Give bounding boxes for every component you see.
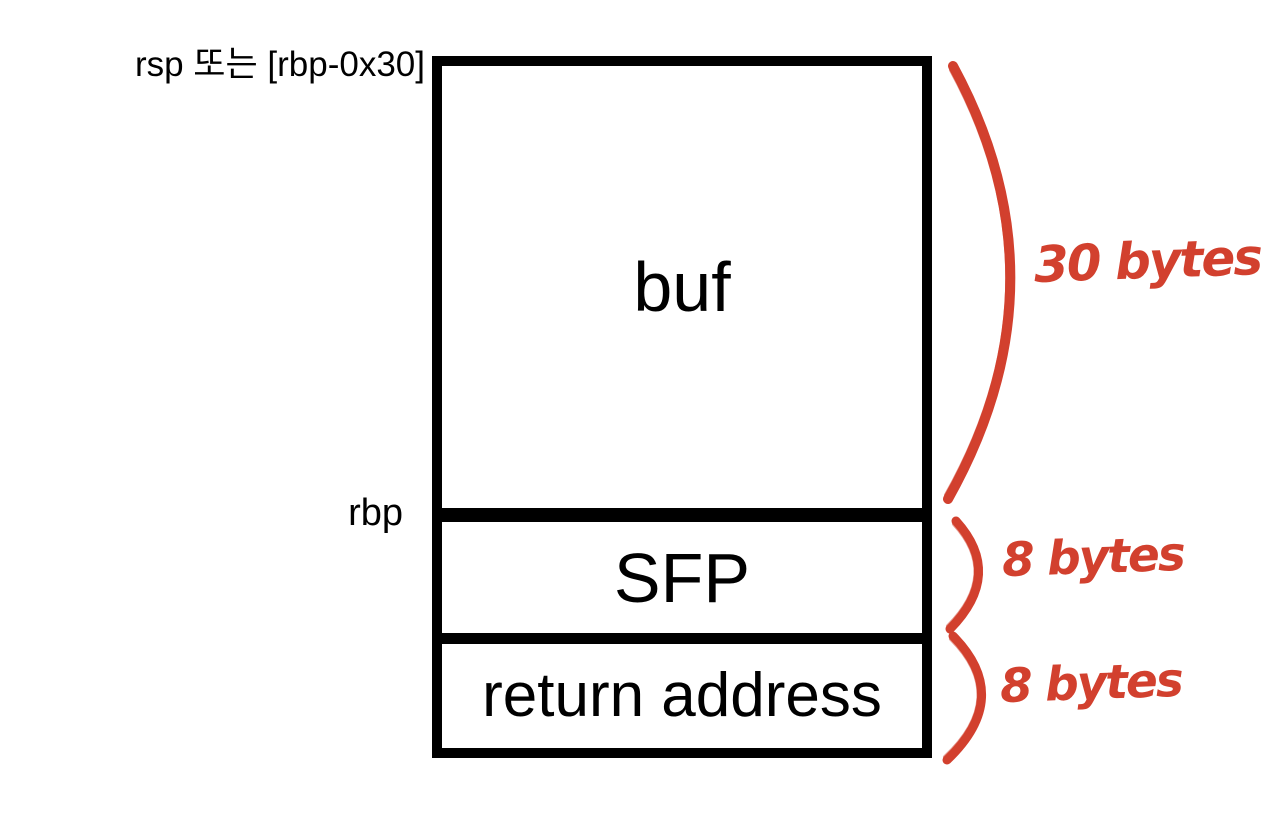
stack-region-buf: buf	[442, 66, 922, 522]
sfp-size-label: 8 bytes	[1001, 526, 1185, 589]
brace-arc-buf-texture	[944, 68, 1010, 497]
stack-memory-box: buf SFP return address	[432, 56, 932, 758]
return-address-region-label: return address	[482, 661, 882, 730]
rsp-pointer-label: rsp 또는 [rbp-0x30]	[134, 45, 425, 84]
stack-region-sfp: SFP	[442, 522, 922, 644]
buf-size-label: 30 bytes	[1033, 228, 1262, 294]
brace-arc-return-address	[942, 631, 987, 765]
brace-arc-sfp-texture	[946, 522, 978, 628]
brace-arc-buf	[943, 61, 1016, 504]
stack-region-return-address: return address	[442, 644, 922, 748]
brace-arc-return-address-texture	[943, 637, 981, 759]
sfp-region-label: SFP	[613, 538, 751, 617]
brace-arc-sfp	[945, 516, 983, 634]
return-address-size-label: 8 bytes	[999, 652, 1183, 715]
buf-region-label: buf	[633, 248, 731, 326]
rbp-pointer-label: rbp	[348, 492, 403, 534]
